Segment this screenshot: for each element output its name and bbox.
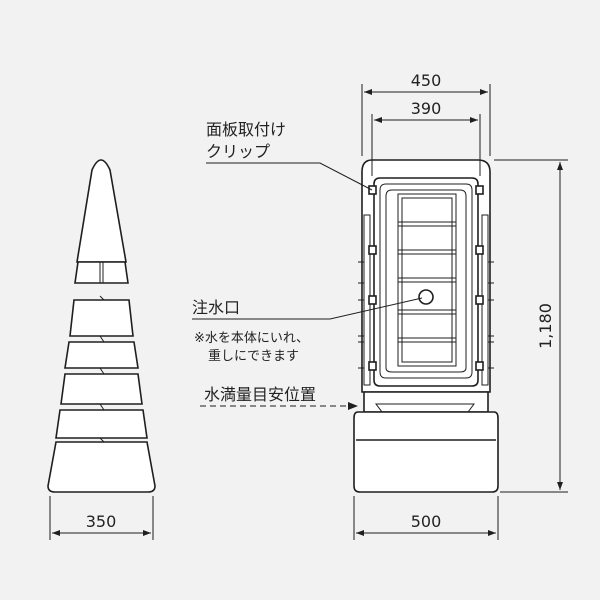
side-view-joint-mark xyxy=(99,437,105,443)
front-view-ladder xyxy=(397,193,457,367)
side-view-segment-1 xyxy=(74,261,129,284)
front-view-clips xyxy=(368,185,484,371)
top-outer-width-value: 450 xyxy=(411,71,442,90)
side-view-segment-3 xyxy=(64,341,139,369)
front-width-dimension: 500 xyxy=(353,496,499,540)
side-view-tip xyxy=(76,159,127,263)
front-view xyxy=(353,159,499,493)
side-view-joint-mark xyxy=(99,295,105,301)
water-inlet-cap xyxy=(418,289,434,305)
water-inlet-callout: 注水口 ※水を本体にいれ、 重しにできます xyxy=(192,297,423,364)
side-view xyxy=(47,159,156,493)
water-level-label: 水満量目安位置 xyxy=(204,385,316,404)
water-inlet-leader xyxy=(192,297,423,320)
height-value: 1,180 xyxy=(536,303,555,349)
top-outer-width-dimension: 450 xyxy=(361,71,491,156)
side-view-segment-4 xyxy=(60,373,143,405)
height-dimension: 1,180 xyxy=(494,159,568,493)
water-inlet-label: 注水口 xyxy=(192,298,240,317)
water-note-line2: 重しにできます xyxy=(208,348,299,364)
side-view-segment-2 xyxy=(69,299,134,337)
panel-clip-leader xyxy=(206,162,373,191)
top-inner-width-dimension: 390 xyxy=(371,99,481,176)
panel-clip-callout: 面板取付け クリップ xyxy=(206,120,373,191)
water-level-arrow xyxy=(348,402,358,410)
side-view-segment-5 xyxy=(55,409,148,439)
side-width-value: 350 xyxy=(86,512,117,531)
water-level-callout: 水満量目安位置 xyxy=(200,385,358,410)
side-view-joint-mark xyxy=(99,367,105,375)
side-width-dimension: 350 xyxy=(49,496,154,540)
front-width-value: 500 xyxy=(411,512,442,531)
panel-clip-label-line2: クリップ xyxy=(206,142,270,161)
water-note-line1: ※水を本体にいれ、 xyxy=(194,331,309,346)
side-view-joint-mark xyxy=(99,403,105,411)
side-view-base xyxy=(47,441,156,493)
top-inner-width-value: 390 xyxy=(411,99,442,118)
side-view-joint-mark xyxy=(99,335,105,343)
front-view-mid-band xyxy=(363,391,489,413)
panel-clip-label-line1: 面板取付け xyxy=(206,120,286,139)
front-view-base xyxy=(353,411,499,493)
